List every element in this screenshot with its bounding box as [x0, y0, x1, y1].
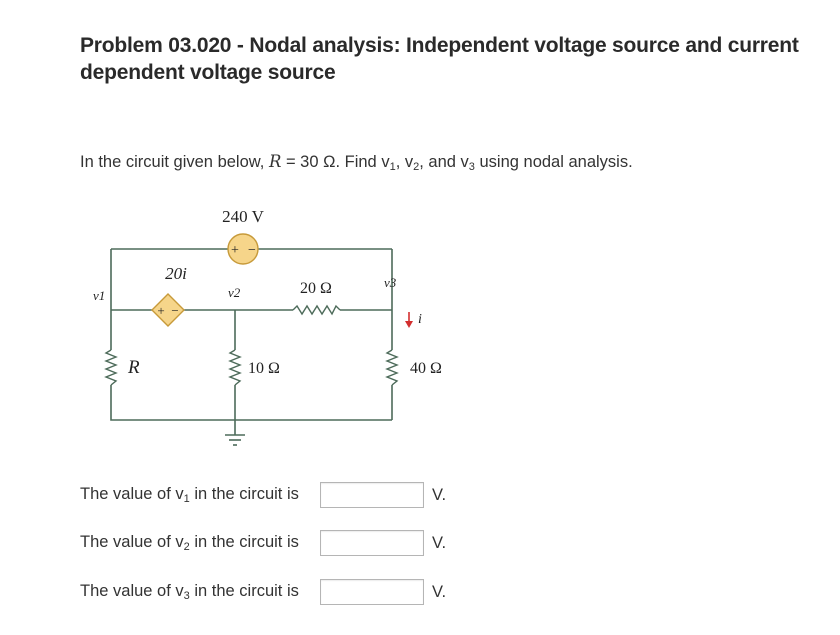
answer-input-v2[interactable] [320, 530, 424, 556]
ground-icon [225, 434, 245, 446]
dep-plus: + [157, 303, 164, 318]
problem-prompt: In the circuit given below, R = 30 Ω. Fi… [80, 152, 633, 173]
problem-title: Problem 03.020 - Nodal analysis: Indepen… [80, 34, 799, 84]
answer-label-v2: The value of v2 in the circuit is [80, 533, 299, 553]
r40-label: 40 Ω [410, 360, 442, 377]
resistor-40-ohm [385, 349, 399, 386]
r20-label: 20 Ω [300, 280, 332, 297]
answer-unit-v3: V. [432, 582, 447, 601]
r10-label: 10 Ω [248, 360, 280, 377]
node-label-v3: v3 [384, 275, 397, 290]
dep-label: 20i [165, 264, 187, 283]
node-label-v2: v2 [228, 285, 241, 300]
voltage-source-240v [227, 233, 259, 265]
circuit-diagram: + − 240 V + − 20i v1 v2 v3 R 20 Ω 10 Ω 4… [93, 207, 442, 446]
node-label-v1: v1 [93, 288, 105, 303]
source-plus: + [231, 243, 239, 258]
dep-minus: − [171, 303, 178, 318]
source-minus: − [248, 243, 256, 258]
answer-row-v2: The value of v2 in the circuit is V. [80, 529, 446, 557]
r-symbol: R [268, 152, 282, 171]
answer-input-v1[interactable] [320, 482, 424, 508]
answer-label-v1: The value of v1 in the circuit is [80, 485, 299, 505]
dependent-voltage-source [151, 293, 185, 327]
circuit-wires [110, 248, 393, 435]
answer-input-v3[interactable] [320, 579, 424, 605]
answer-unit-v1: V. [432, 485, 447, 504]
resistor-10-ohm [228, 349, 242, 386]
source-label: 240 V [222, 207, 264, 226]
r-label: R [127, 357, 140, 378]
resistor-20-ohm [292, 304, 341, 316]
answer-label-v3: The value of v3 in the circuit is [80, 582, 299, 602]
resistor-r [104, 349, 118, 386]
current-arrow-icon [405, 312, 413, 328]
answer-unit-v2: V. [432, 533, 447, 552]
answer-row-v1: The value of v1 in the circuit is V. [80, 481, 446, 509]
answer-row-v3: The value of v3 in the circuit is V. [80, 578, 446, 606]
current-label: i [418, 312, 422, 327]
